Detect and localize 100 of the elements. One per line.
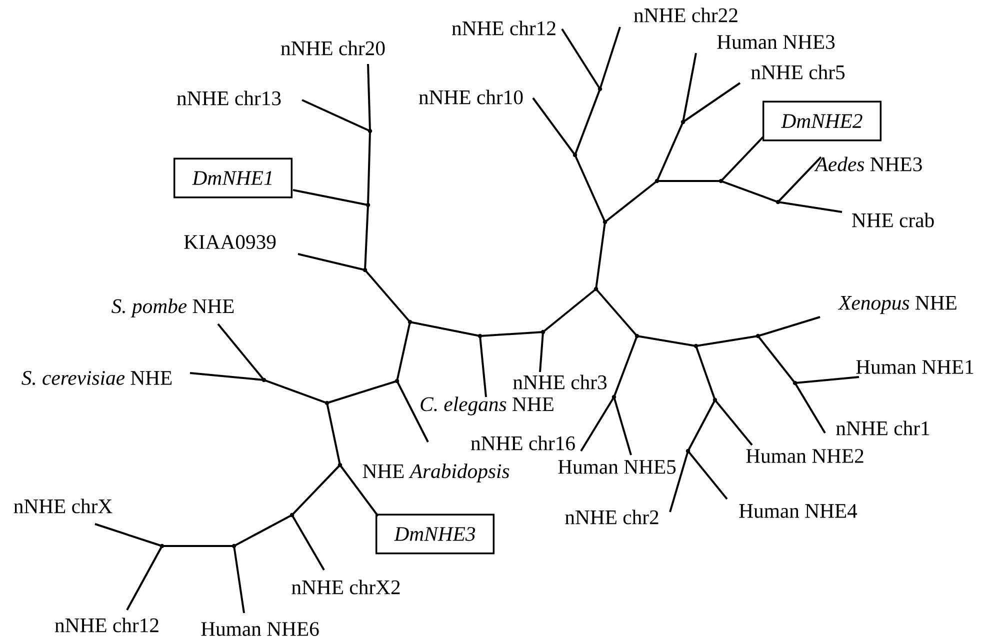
leaf-label: nNHE chr3 <box>513 374 607 390</box>
leaf-label: nNHE chr16 <box>470 436 575 450</box>
tree-branch <box>777 156 822 203</box>
tree-branch <box>364 269 411 323</box>
tree-branch <box>339 464 379 517</box>
tree-branch <box>574 154 606 222</box>
tree-branch <box>292 189 368 206</box>
tree-branch <box>480 331 544 337</box>
tree-branch <box>561 28 601 90</box>
leaf-label: Human NHE6 <box>201 622 319 636</box>
tree-branch <box>669 450 689 512</box>
tree-branch <box>636 335 696 347</box>
branch-point <box>694 344 698 348</box>
tree-branch <box>794 382 826 434</box>
leaf-label: Human NHE5 <box>558 460 676 474</box>
tree-branch <box>687 400 716 452</box>
leaf-label: Human NHE3 <box>717 35 835 49</box>
leaf-label: Aedes NHE3 <box>814 156 922 172</box>
tree-branch <box>687 450 728 500</box>
tree-branch <box>190 372 264 381</box>
boxed-label: DmNHE3 <box>375 514 495 554</box>
tree-branch <box>298 253 366 271</box>
leaf-label: nNHE chr13 <box>176 90 281 106</box>
branch-point <box>686 448 690 454</box>
leaf-label: KIAA0939 <box>184 235 276 249</box>
tree-branch <box>302 99 370 132</box>
branch-point <box>540 330 546 334</box>
tree-branch <box>757 335 796 384</box>
leaf-label: S. cerevisiae NHE <box>22 371 172 385</box>
tree-branch <box>326 380 398 404</box>
tree-branch <box>326 402 341 466</box>
tree-branch <box>94 523 162 547</box>
tree-branch <box>367 64 371 132</box>
branch-point <box>756 334 760 338</box>
leaf-label: Human NHE4 <box>739 504 858 518</box>
tree-branch <box>595 288 638 337</box>
leaf-label: nNHE chr20 <box>280 40 385 56</box>
branch-point <box>478 334 482 338</box>
branch-point <box>368 128 372 134</box>
tree-branch <box>162 545 234 547</box>
tree-branch <box>599 26 621 90</box>
leaf-label: nNHE chr12 <box>452 20 556 36</box>
branch-point <box>680 120 686 124</box>
tree-branch <box>396 380 429 442</box>
leaf-label: Human NHE1 <box>856 360 974 374</box>
tree-branch <box>291 514 325 570</box>
tree-branch <box>539 332 544 372</box>
tree-branch <box>682 52 697 122</box>
branch-point <box>598 86 602 92</box>
branch-point <box>394 378 400 384</box>
tree-branch <box>758 316 820 337</box>
branch-point <box>792 380 798 386</box>
tree-branch <box>595 222 606 290</box>
leaf-label: Human NHE2 <box>746 449 864 463</box>
tree-branch <box>720 136 764 182</box>
tree-branch <box>720 180 778 203</box>
leaf-label: nNHE chrX2 <box>292 580 400 594</box>
leaf-label: nNHE chr12 <box>54 618 158 632</box>
branch-point <box>612 394 616 400</box>
tree-branch <box>364 204 369 270</box>
tree-branch <box>233 546 245 614</box>
tree-branch <box>794 376 860 384</box>
branch-point <box>324 400 330 406</box>
leaf-label: NHE Arabidopsis <box>362 464 510 482</box>
tree-branch <box>396 322 411 382</box>
tree-branch <box>574 88 601 156</box>
branch-point <box>232 544 236 548</box>
tree-branch <box>613 396 632 456</box>
branch-point <box>366 202 370 208</box>
tree-branch <box>613 336 638 398</box>
leaf-label: C. elegans NHE <box>420 396 554 416</box>
tree-branch <box>542 288 597 333</box>
leaf-label: nNHE chr10 <box>418 90 523 104</box>
tree-branch <box>657 180 721 182</box>
tree-branch <box>778 201 842 213</box>
tree-branch <box>291 464 341 516</box>
leaf-label: nNHE chr1 <box>836 420 930 436</box>
branch-point <box>160 544 164 548</box>
tree-branch <box>604 180 658 223</box>
tree-branch <box>696 335 758 347</box>
tree-branch <box>126 546 163 610</box>
branch-point <box>362 268 368 272</box>
leaf-label: Xenopus NHE <box>838 296 956 314</box>
tree-branch <box>217 323 265 381</box>
leaf-label: nNHE chr2 <box>565 510 658 524</box>
tree-branch <box>695 346 716 400</box>
boxed-label: DmNHE1 <box>173 158 293 198</box>
branch-point <box>776 200 780 204</box>
branch-point <box>594 286 598 292</box>
branch-point <box>408 320 412 324</box>
leaf-label: nNHE chr22 <box>634 8 738 22</box>
tree-branch <box>532 97 576 156</box>
branch-point <box>712 398 718 402</box>
leaf-label: NHE crab <box>852 212 934 228</box>
branch-point <box>634 334 640 338</box>
tree-branch <box>580 396 615 452</box>
boxed-label: DmNHE2 <box>762 100 882 142</box>
tree-branch <box>656 122 684 182</box>
branch-point <box>262 378 266 382</box>
tree-branch <box>410 321 480 337</box>
